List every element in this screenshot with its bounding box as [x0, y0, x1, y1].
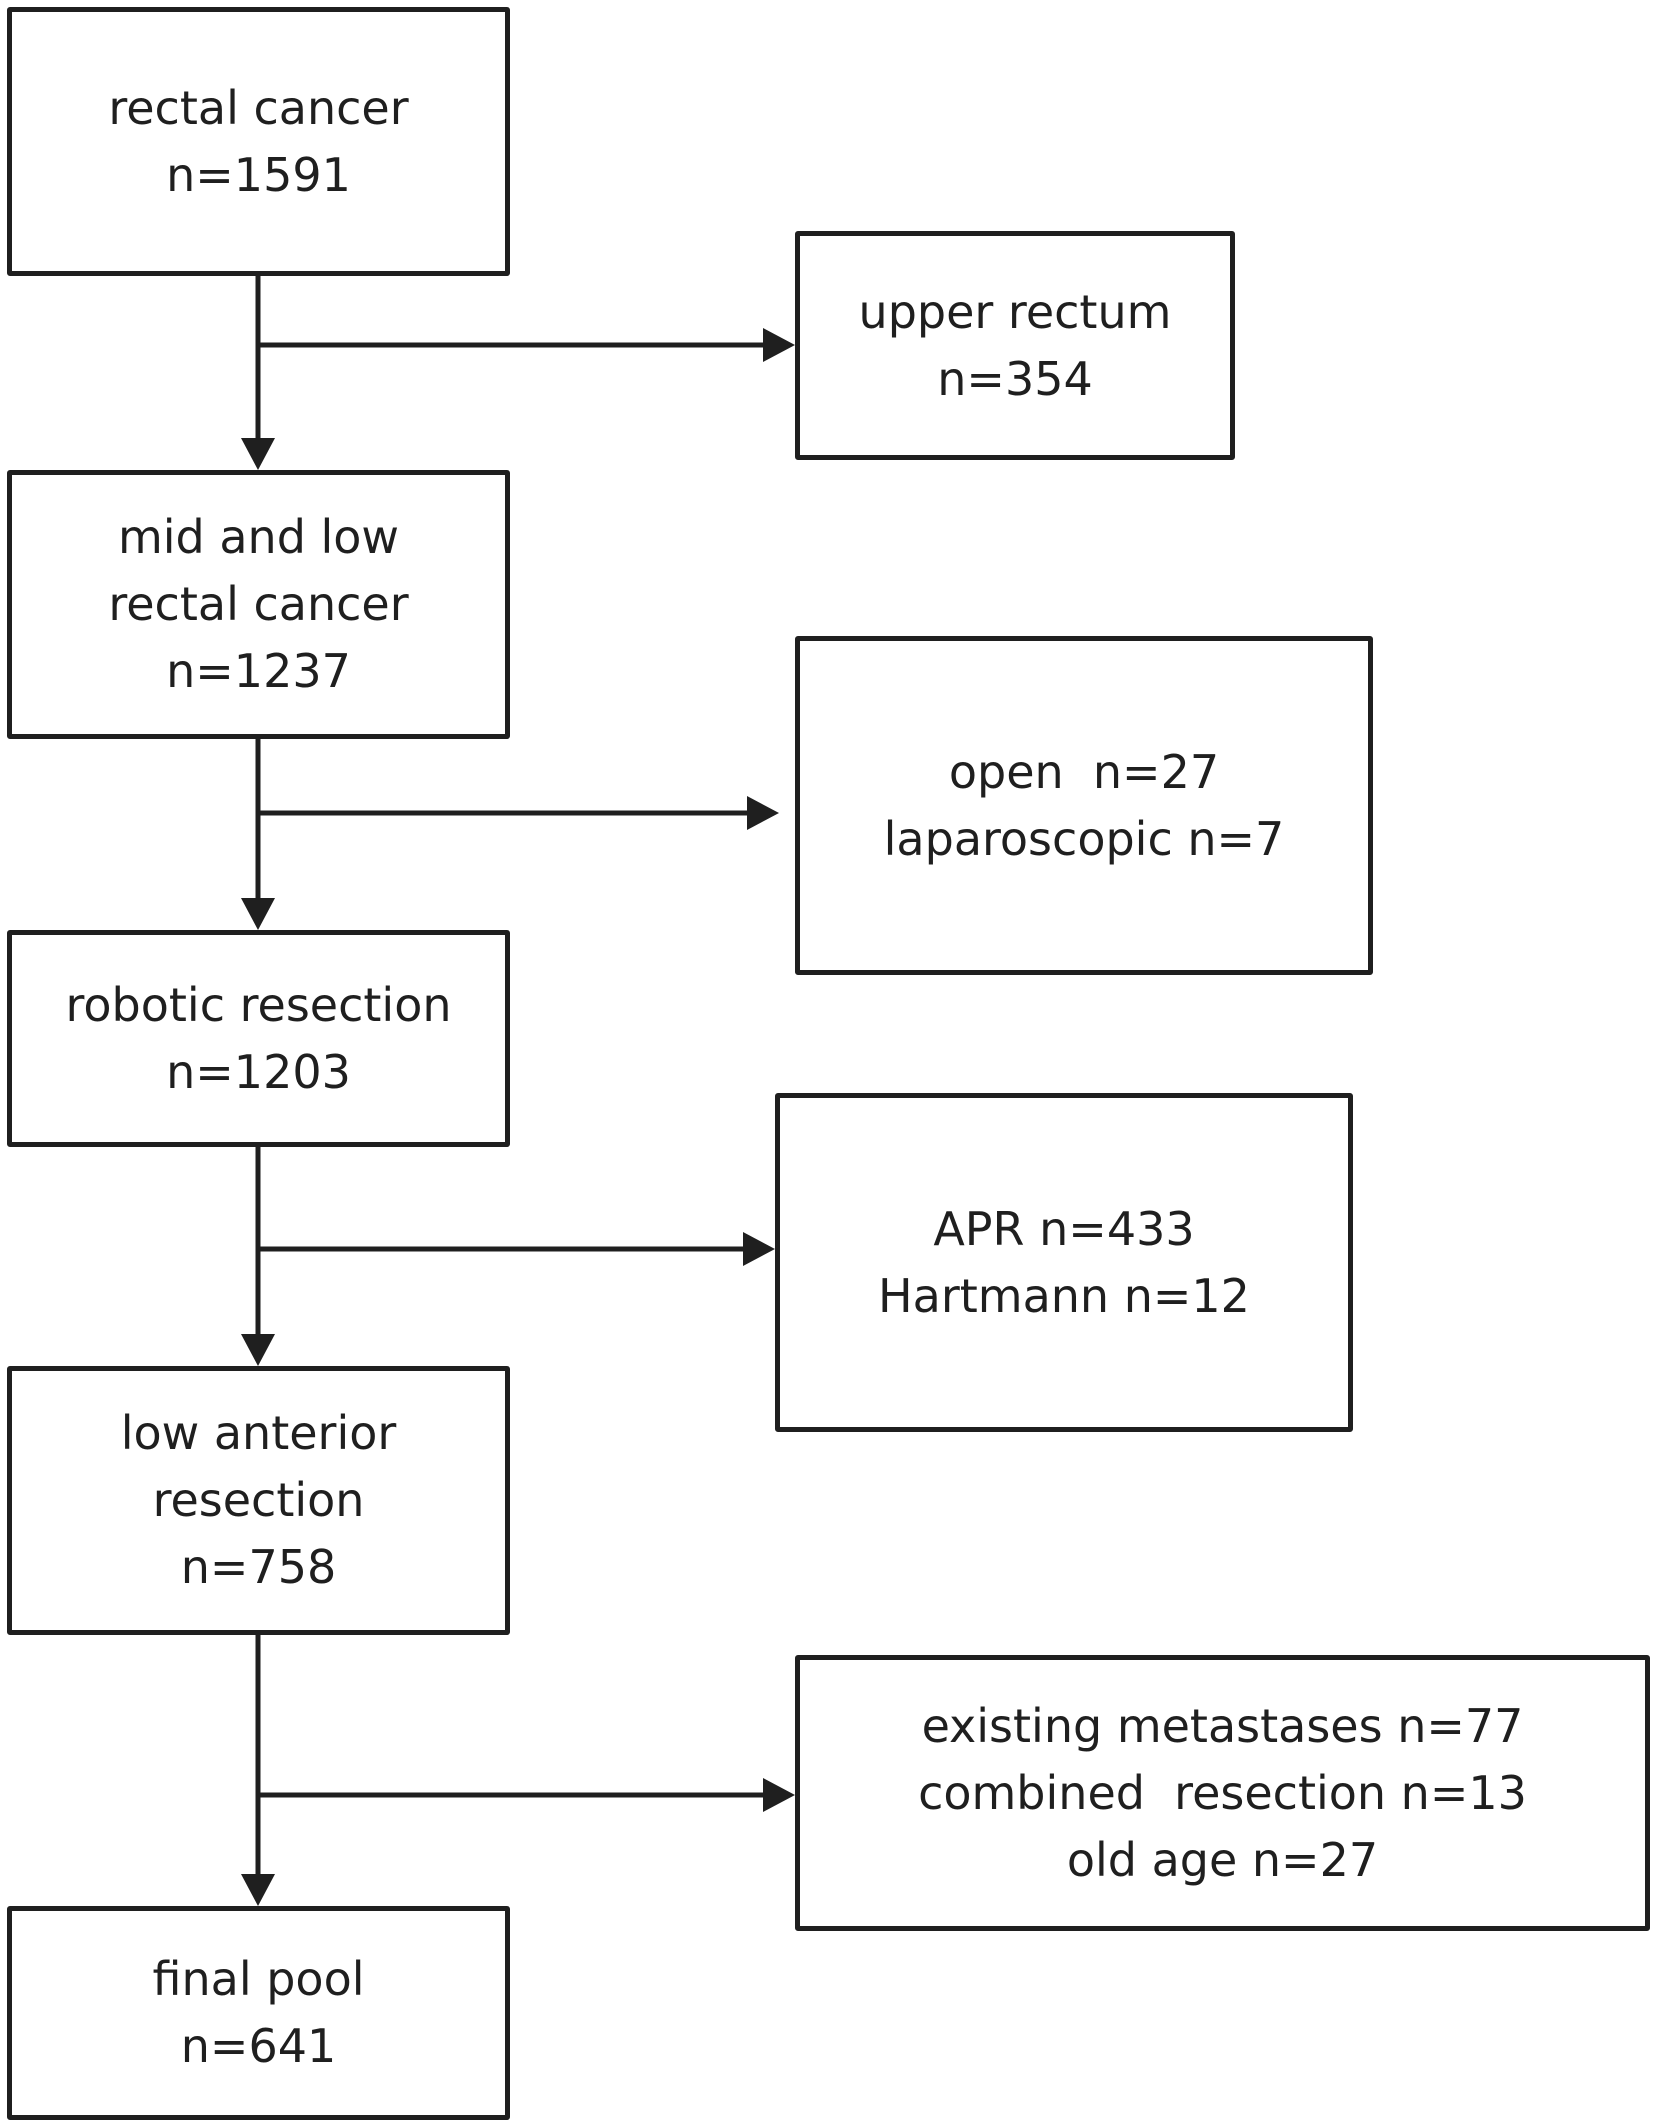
box-text-line: old age n=27: [1066, 1832, 1379, 1887]
main-arrowhead: [241, 438, 275, 470]
box-count-line: n=354: [937, 351, 1093, 406]
branch-arrowhead: [763, 1778, 795, 1812]
box-count-line: n=758: [180, 1540, 337, 1594]
box-text-line: Hartmann n=12: [878, 1268, 1250, 1323]
box-count-line: n=1591: [166, 147, 351, 202]
step-box-low-anterior-resection: low anterior resection n=758: [7, 1366, 510, 1635]
exclusion-box-open-laparoscopic: open n=27 laparoscopic n=7: [795, 636, 1373, 975]
box-text-line: robotic resection: [65, 977, 452, 1032]
box-text-line: open n=27: [948, 744, 1220, 799]
exclusion-box-other-criteria: existing metastases n=77 combined resect…: [795, 1655, 1650, 1931]
box-text-line: low anterior: [120, 1406, 397, 1460]
box-text-line: existing metastases n=77: [921, 1698, 1524, 1753]
main-arrowhead: [241, 898, 275, 930]
box-count-line: n=1237: [166, 644, 351, 698]
box-text-line: combined resection n=13: [918, 1765, 1527, 1820]
main-arrowhead: [241, 1334, 275, 1366]
box-text-line: upper rectum: [858, 284, 1172, 339]
box-text-line: rectal cancer: [108, 577, 409, 631]
box-text-line: APR n=433: [933, 1201, 1195, 1256]
step-box-final-pool: final pool n=641: [7, 1906, 510, 2120]
branch-arrowhead: [763, 328, 795, 362]
step-box-mid-low-rectal-cancer: mid and low rectal cancer n=1237: [7, 470, 510, 739]
exclusion-box-apr-hartmann: APR n=433 Hartmann n=12: [775, 1093, 1353, 1432]
main-arrowhead: [241, 1874, 275, 1906]
box-count-line: n=1203: [166, 1044, 351, 1099]
step-box-robotic-resection: robotic resection n=1203: [7, 930, 510, 1147]
box-text-line: rectal cancer: [108, 80, 409, 135]
box-text-line: mid and low: [117, 510, 400, 564]
box-text-line: laparoscopic n=7: [883, 811, 1285, 866]
branch-arrowhead: [743, 1232, 775, 1266]
box-text-line: final pool: [152, 1952, 365, 2006]
box-count-line: n=641: [180, 2019, 337, 2073]
branch-arrowhead: [747, 796, 779, 830]
step-box-rectal-cancer: rectal cancer n=1591: [7, 7, 510, 276]
exclusion-box-upper-rectum: upper rectum n=354: [795, 231, 1235, 460]
box-text-line: resection: [152, 1473, 365, 1527]
